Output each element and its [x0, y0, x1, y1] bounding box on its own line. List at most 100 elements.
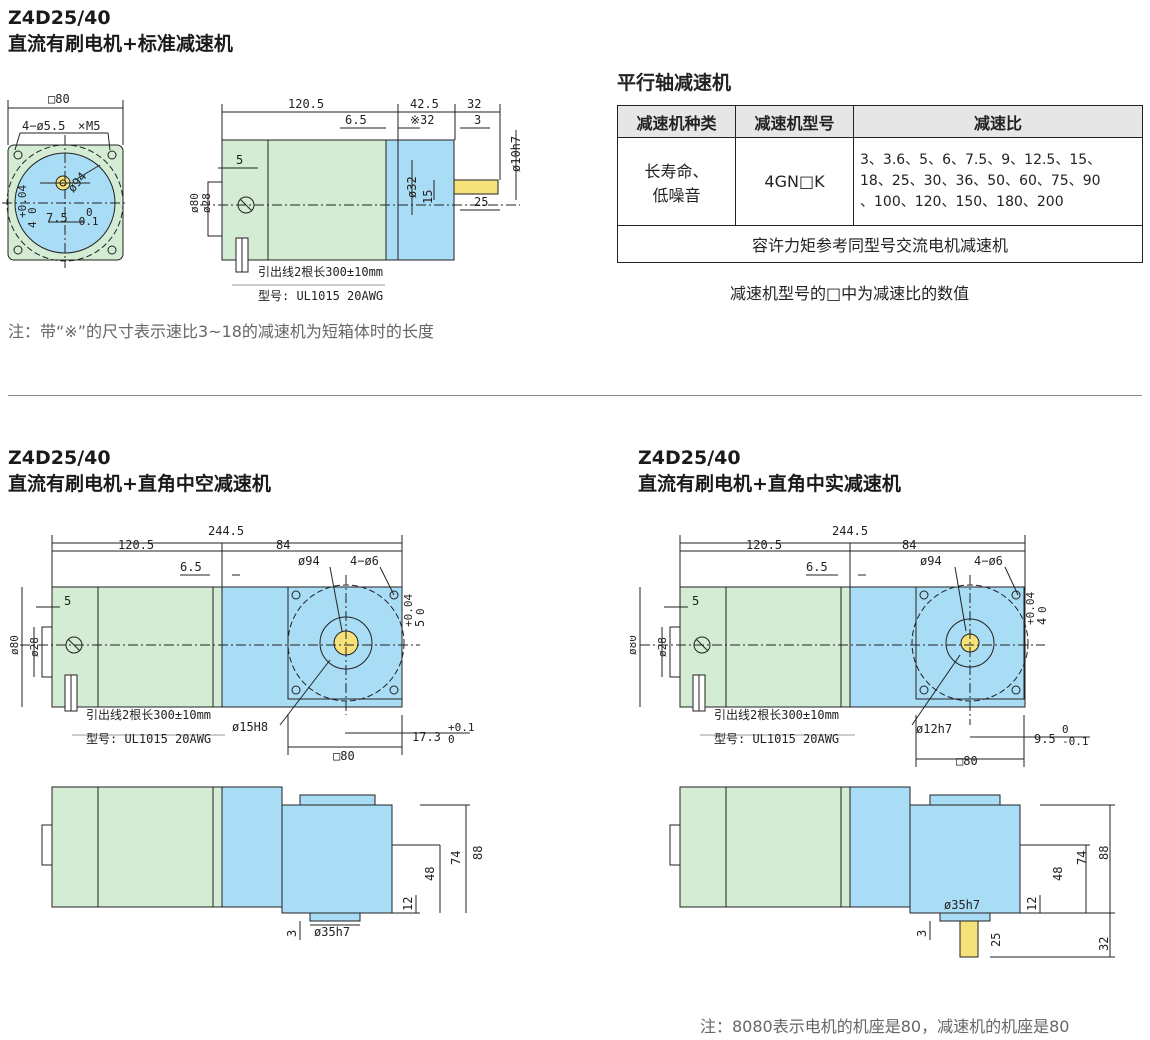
d3-key4: 4 [1035, 618, 1049, 625]
d1-tol-top: +0.04 [16, 185, 29, 218]
ratio-line1: 3、3.6、5、6、7.5、9、12.5、15、 [860, 152, 1102, 168]
d2-h74: 74 [449, 851, 463, 865]
d2-d28: ø28 [28, 637, 41, 657]
gear-body [385, 139, 455, 261]
gear-spec-table: 减速机种类 减速机型号 减速比 长寿命、低噪音 4GN□K 3、3.6、5、6、… [617, 105, 1143, 263]
d3-holes: 4−ø6 [974, 554, 1003, 568]
output-shaft [453, 179, 499, 195]
d2-flange: 6.5 [180, 560, 202, 574]
section-divider [8, 395, 1142, 396]
d3-pcd: ø94 [920, 554, 942, 568]
drawing-solid-gearbox: 244.5 120.5 84 6.5 ø94 4−ø6 5 ø80 ø28 +0… [630, 524, 1115, 958]
cell-type: 长寿命、低噪音 [617, 137, 736, 226]
d3-tol-top: +0.04 [1024, 592, 1037, 625]
d2-lead: 引出线2根长300±10mm [86, 708, 211, 722]
d1-front-width: □80 [48, 92, 70, 106]
d1-short-len: ※32 [410, 113, 435, 127]
d1-d25: 25 [474, 195, 488, 209]
d3-box: □80 [956, 754, 978, 768]
d1-flange: 6.5 [345, 113, 367, 127]
d3-h88: 88 [1097, 846, 1111, 860]
d1-wire: 型号: UL1015 20AWG [258, 289, 383, 303]
d3-h32: 32 [1097, 937, 1111, 951]
d2-key-off-tol0: 0 [448, 733, 455, 746]
gear-body-side [221, 786, 283, 908]
d3-h74: 74 [1075, 851, 1089, 865]
d3-h12: 12 [1025, 897, 1039, 911]
gear-body-side [849, 786, 911, 908]
d2-bore: ø15H8 [232, 720, 268, 734]
d2-h12: 12 [401, 897, 415, 911]
section2-title: 直流有刷电机+直角中空减速机 [8, 473, 271, 495]
d2-boss: ø35h7 [314, 925, 350, 939]
d2-pcd: ø94 [298, 554, 320, 568]
d1-holes: 4−ø5.5 [22, 119, 65, 133]
d1-bolt: M5 [86, 119, 100, 133]
d1-key-tol: -0.1 [72, 215, 99, 228]
d2-tol-top: +0.04 [402, 594, 415, 627]
d2-key-off-tol: +0.1 [448, 721, 475, 734]
header-ratio: 减速比 [853, 105, 1143, 138]
d3-tol-bot: 0 [1036, 606, 1049, 613]
drawing-hollow-gearbox: 244.5 120.5 84 6.5 ø94 4−ø6 5 ø80 ø28 +0… [8, 524, 485, 940]
d2-key-off: 17.3 [412, 730, 441, 744]
section3-title: 直流有刷电机+直角中实减速机 [638, 473, 901, 495]
table-row: 长寿命、低噪音 4GN□K 3、3.6、5、6、7.5、9、12.5、15、18… [617, 137, 1143, 226]
d2-wire: 型号: UL1015 20AWG [86, 732, 211, 746]
section1-model: Z4D25/40 [8, 7, 111, 29]
d3-lead: 引出线2根长300±10mm [714, 708, 839, 722]
note-short-gearbox: 注：带“※”的尺寸表示速比3~18的减速机为短箱体时的长度 [8, 322, 434, 341]
table-title: 平行轴减速机 [617, 72, 732, 94]
d1-key-tol0: 0 [86, 206, 93, 219]
d3-shaft: ø12h7 [916, 722, 952, 736]
d2-h48: 48 [423, 867, 437, 881]
d2-h3: 3 [285, 930, 299, 937]
table-note: 减速机型号的□中为减速比的数值 [730, 284, 970, 303]
d1-d15: 15 [421, 190, 435, 204]
d2-holes: 4−ø6 [350, 554, 379, 568]
type-line1: 长寿命、 [644, 161, 709, 181]
d3-flange: 6.5 [806, 560, 828, 574]
d3-total: 244.5 [832, 524, 868, 538]
motor-body [221, 139, 387, 261]
d1-d80: ø80 [188, 193, 201, 213]
header-type: 减速机种类 [617, 105, 736, 138]
d2-total: 244.5 [208, 524, 244, 538]
d2-key5: 5 [413, 620, 427, 627]
d2-motor-len: 120.5 [118, 538, 154, 552]
d1-d32: ø32 [405, 176, 419, 198]
d2-dim5: 5 [64, 594, 71, 608]
d1-mark: × [78, 119, 85, 133]
motor-body-side [51, 786, 223, 908]
d3-h48: 48 [1051, 867, 1065, 881]
d3-key-off-tol: 0 [1062, 723, 1069, 736]
d3-key-off-tol0: -0.1 [1062, 735, 1089, 748]
d3-d28: ø28 [656, 637, 669, 657]
d2-d80: ø80 [8, 635, 21, 655]
cell-footer: 容许力矩参考同型号交流电机减速机 [617, 225, 1143, 263]
d3-key-off: 9.5 [1034, 732, 1056, 746]
d1-shaft-len: 32 [467, 97, 481, 111]
d1-motor-len: 120.5 [288, 97, 324, 111]
d3-motor-len: 120.5 [746, 538, 782, 552]
drawing-standard-gearbox: □80 4−ø5.5 × M5 ø94 +0.04 4 0 7.5 -0.1 0… [2, 92, 523, 303]
ratio-line2: 18、25、30、36、50、60、75、90 [860, 173, 1101, 189]
d3-wire: 型号: UL1015 20AWG [714, 732, 839, 746]
d1-step: 3 [474, 113, 481, 127]
d2-tol-bot: 0 [414, 608, 427, 615]
section2-model: Z4D25/40 [8, 447, 111, 469]
d1-key-depth: 4 [26, 221, 39, 228]
note-frame-size: 注：8080表示电机的机座是80，减速机的机座是80 [700, 1017, 1070, 1036]
d3-boss: ø35h7 [944, 898, 980, 912]
d2-h88: 88 [471, 846, 485, 860]
d1-dim5: 5 [236, 153, 243, 167]
table-footer-row: 容许力矩参考同型号交流电机减速机 [617, 225, 1143, 263]
cell-ratios: 3、3.6、5、6、7.5、9、12.5、15、 18、25、30、36、50、6… [853, 137, 1143, 226]
d2-box: □80 [333, 749, 355, 763]
table-header-row: 减速机种类 减速机型号 减速比 [617, 105, 1143, 138]
d3-gear-len: 84 [902, 538, 916, 552]
d1-d28: ø28 [200, 193, 213, 213]
output-shaft-side [959, 920, 979, 958]
ratio-line3: 、100、120、150、180、200 [860, 194, 1064, 210]
motor-body [51, 586, 223, 708]
